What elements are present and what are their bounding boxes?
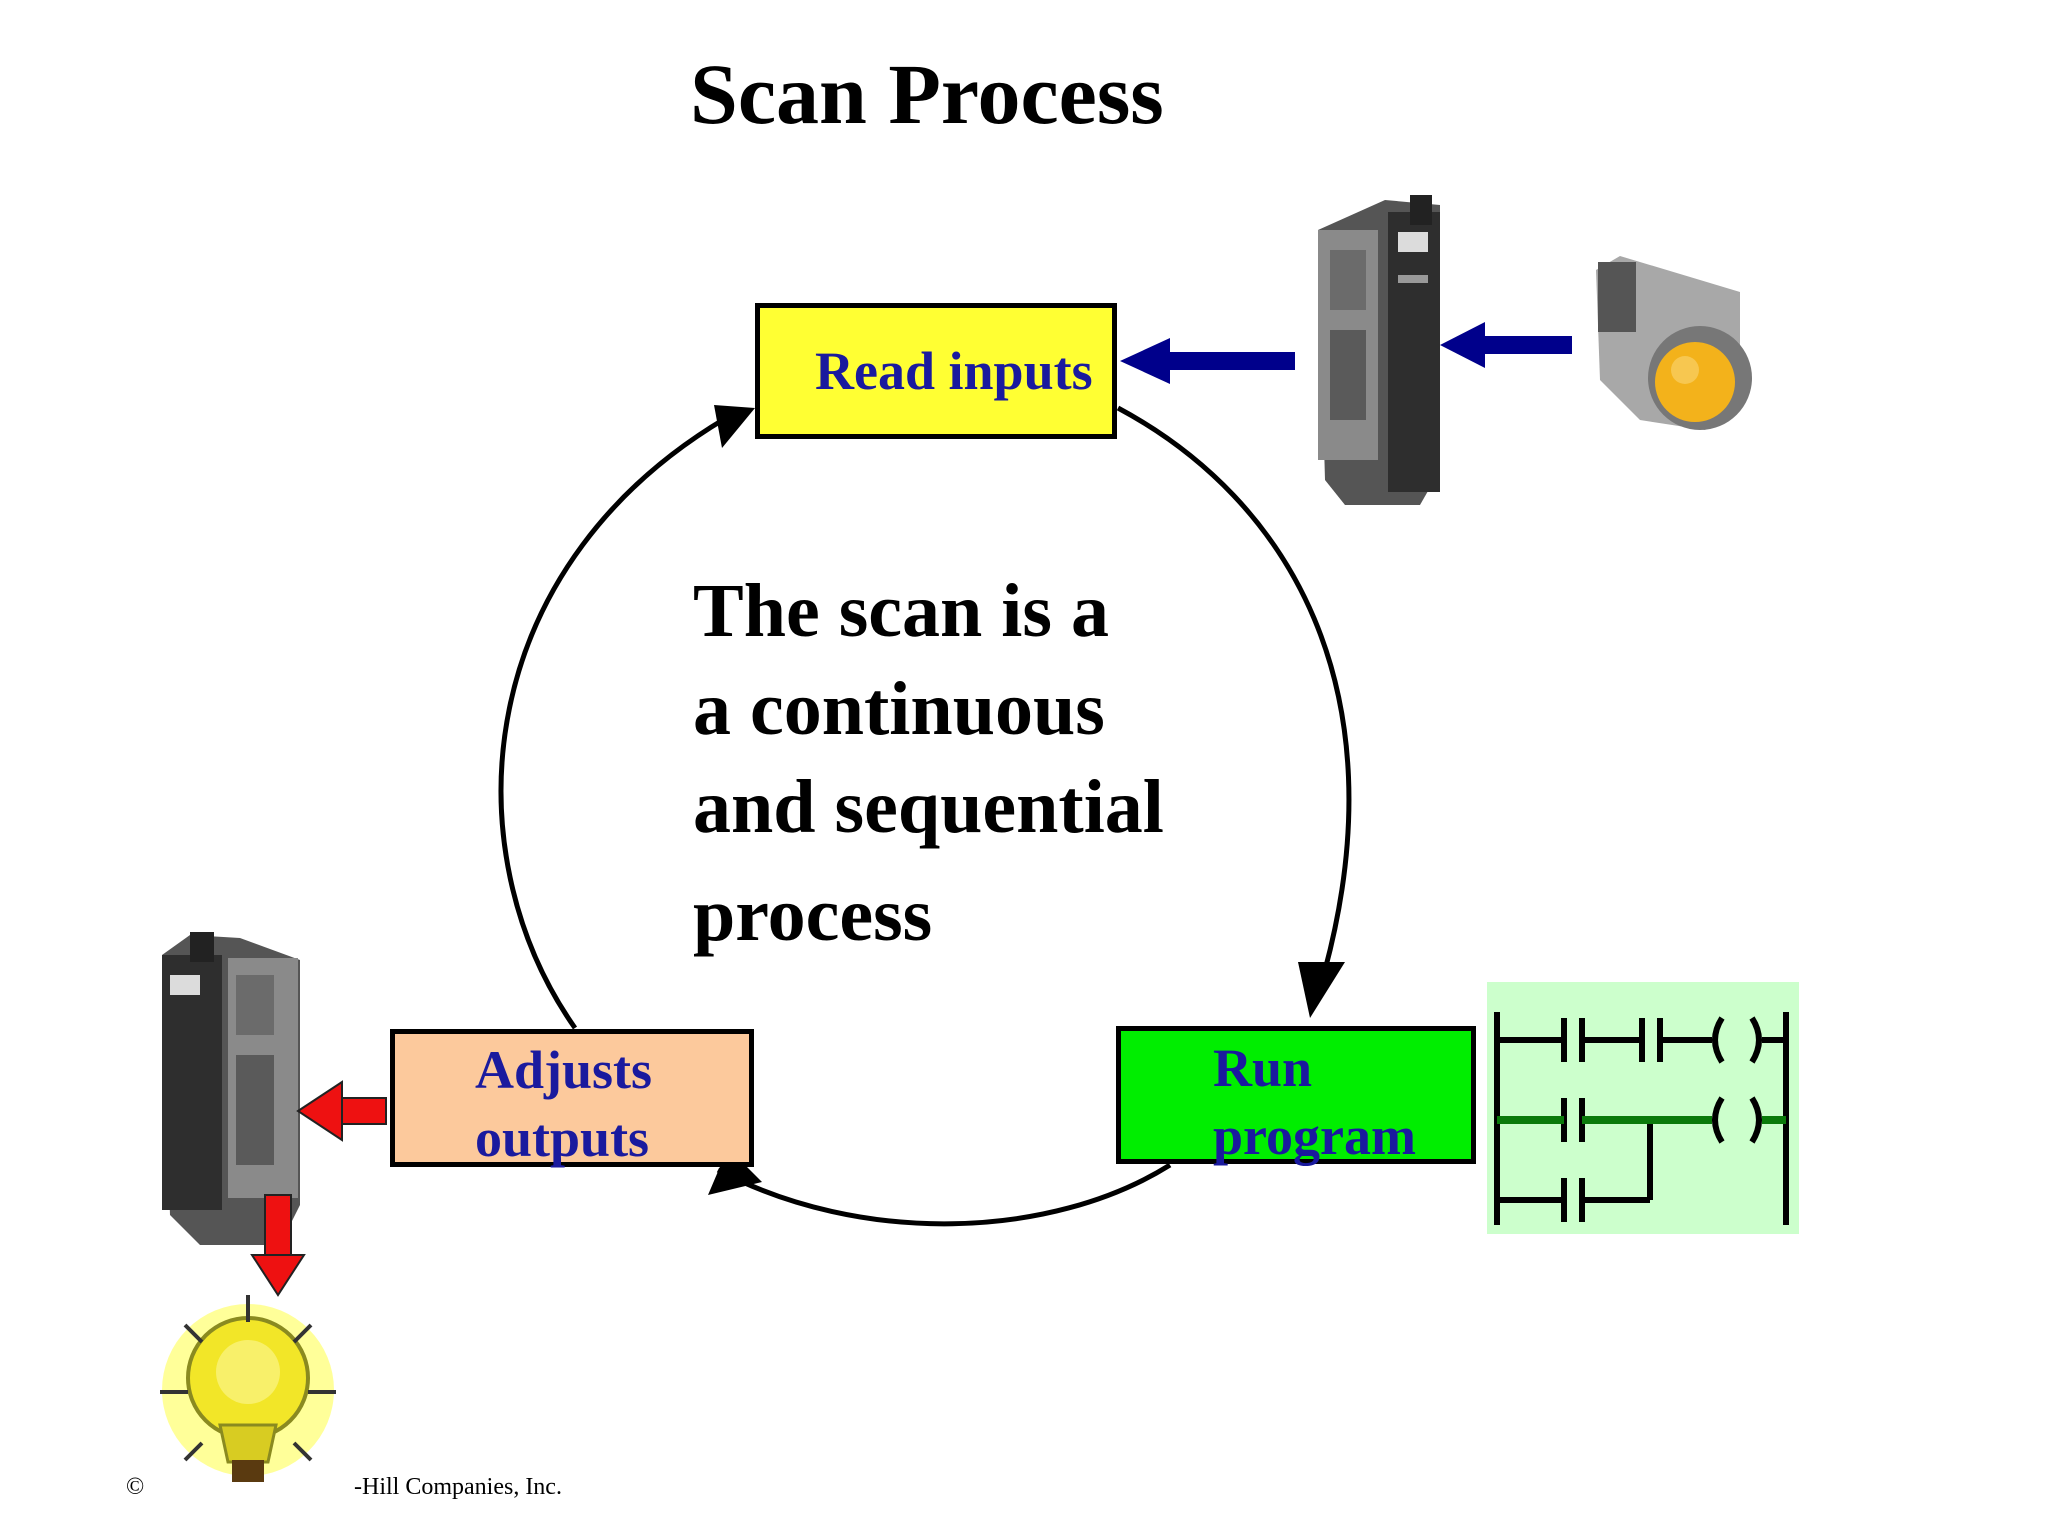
adjusts-outputs-label: Adjusts outputs <box>475 1037 735 1172</box>
run-program-box: Run program <box>1116 1026 1476 1166</box>
scan-cycle <box>498 405 1352 1227</box>
adjusts-outputs-line-2: outputs <box>475 1107 650 1168</box>
copyright-text: -Hill Companies, Inc. <box>354 1474 562 1500</box>
input-arrow-plc-to-read <box>1120 338 1295 384</box>
cycle-arrow-adjust-to-read <box>498 407 742 1030</box>
adjusts-outputs-line-1: Adjusts <box>475 1040 653 1100</box>
page-title: Scan Process <box>690 46 1164 142</box>
plc-output-module-icon <box>162 932 300 1245</box>
scan-description: The scan is a a continuous and sequentia… <box>693 562 1313 964</box>
arrowhead-read <box>714 405 755 448</box>
arrowhead-run <box>1298 962 1345 1018</box>
arrowhead-adjust <box>708 1148 762 1195</box>
plc-input-module-icon <box>1318 195 1440 505</box>
adjusts-outputs-box: Adjusts outputs <box>390 1029 754 1168</box>
scan-description-line-3: and sequential <box>693 765 1164 849</box>
run-program-label: Run program <box>1213 1035 1463 1170</box>
scan-description-line-4: process <box>693 873 933 957</box>
light-bulb-icon <box>160 1295 336 1482</box>
scan-description-line-2: a continuous <box>693 667 1105 751</box>
output-arrow-plc-to-light <box>250 1194 306 1297</box>
run-program-line-1: Run <box>1213 1038 1313 1098</box>
cycle-arrow-run-to-adjust <box>716 1162 1172 1227</box>
run-program-line-2: program <box>1213 1105 1416 1166</box>
read-inputs-box: Read inputs <box>755 303 1117 439</box>
cycle-arrow-read-to-run <box>1116 405 1352 971</box>
push-button-icon <box>1596 256 1752 430</box>
output-arrow-adjust-to-plc <box>296 1080 387 1142</box>
input-arrow-button-to-plc <box>1440 322 1572 368</box>
copyright-symbol: © <box>126 1474 145 1500</box>
ladder-logic-icon <box>1487 982 1799 1234</box>
read-inputs-label: Read inputs <box>815 341 1093 401</box>
scan-description-line-1: The scan is a <box>693 569 1109 653</box>
